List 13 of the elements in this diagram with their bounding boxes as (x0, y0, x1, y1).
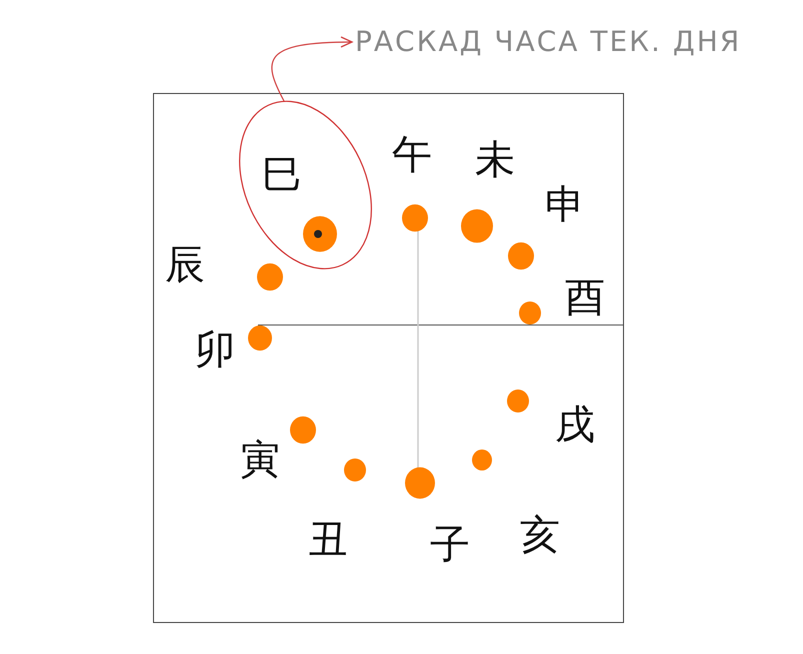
hour-character: 申 (545, 185, 585, 225)
hour-character: 午 (392, 135, 432, 175)
hour-character: 酉 (565, 278, 605, 318)
hour-character: 子 (430, 525, 470, 565)
hour-character: 辰 (165, 245, 205, 285)
hour-character: 戌 (555, 405, 595, 445)
hour-character: 丑 (308, 520, 348, 560)
hour-character: 亥 (520, 515, 560, 555)
hour-character: 卯 (195, 330, 235, 370)
handwritten-note: РАСКАД ЧАСА ТЕК. ДНЯ (355, 20, 742, 64)
hour-character: 寅 (240, 440, 280, 480)
hour-character: 巳 (262, 155, 302, 195)
hour-character: 未 (475, 140, 515, 180)
